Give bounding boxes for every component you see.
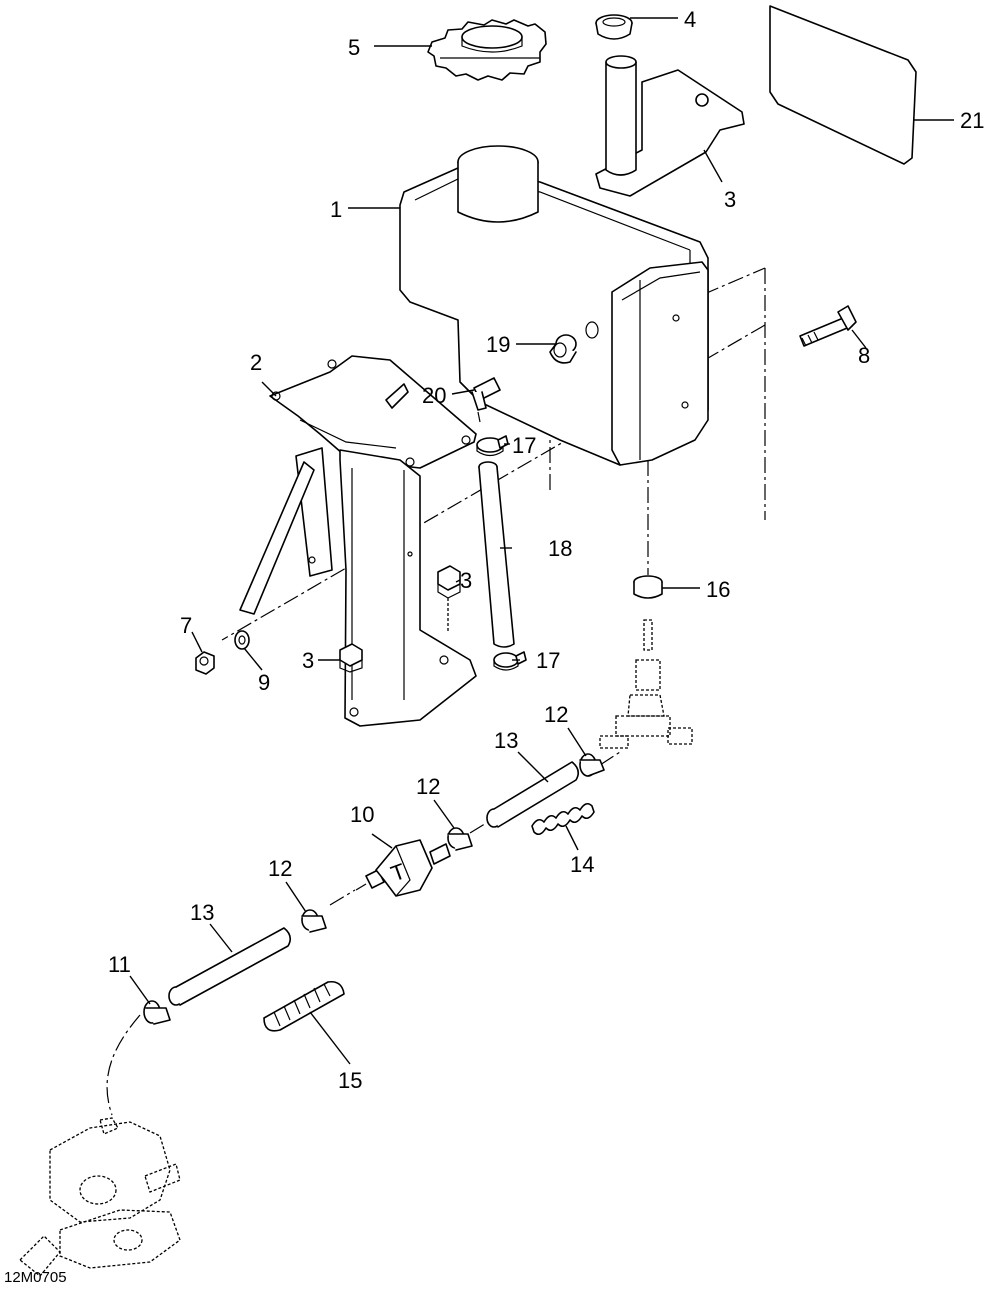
spring-small[interactable] — [531, 802, 595, 836]
callout-10: 10 — [350, 802, 374, 827]
callout-18: 18 — [548, 536, 572, 561]
tank-bracket[interactable] — [239, 355, 477, 727]
callout-21: 21 — [960, 108, 984, 133]
hose-clamp-12-middle[interactable] — [447, 827, 473, 851]
callout-19: 19 — [486, 332, 510, 357]
vent-hose[interactable] — [478, 461, 515, 648]
callout-13-upper: 13 — [494, 728, 518, 753]
callout-3-lower: 3 — [302, 648, 314, 673]
flange-nut-upper[interactable] — [437, 565, 461, 632]
callout-7: 7 — [180, 613, 192, 638]
carburetor-reference — [19, 1117, 181, 1277]
elbow-fitting[interactable] — [471, 377, 501, 423]
outlet-grommet[interactable] — [633, 575, 663, 599]
callout-12-right: 12 — [544, 702, 568, 727]
callout-12-left: 12 — [268, 856, 292, 881]
decal-label[interactable] — [769, 5, 917, 165]
hose-clamp-12-right[interactable] — [579, 753, 605, 777]
callout-17-upper: 17 — [512, 433, 536, 458]
callout-2: 2 — [250, 350, 262, 375]
hose-clamp-lower[interactable] — [493, 651, 527, 671]
fuel-hose-upper[interactable] — [486, 761, 580, 828]
callout-5: 4 — [684, 7, 696, 32]
mounting-bolt[interactable] — [799, 305, 857, 347]
callout-16: 16 — [706, 577, 730, 602]
callout-1: 1 — [330, 197, 342, 222]
plug-cap[interactable] — [595, 14, 633, 40]
leader-lines — [129, 17, 954, 1065]
hose-clamp-upper[interactable] — [476, 435, 509, 457]
spring-large[interactable] — [263, 980, 345, 1032]
callout-9: 9 — [258, 670, 270, 695]
callout-17-lower: 17 — [536, 648, 560, 673]
callout-4: 3 — [724, 187, 736, 212]
callout-3-upper: 3 — [460, 568, 472, 593]
callout-labels: 5 4 21 3 1 8 19 20 2 17 18 3 16 3 17 7 9… — [108, 7, 984, 1093]
fuel-hose-lower[interactable] — [168, 927, 292, 1006]
callout-15: 15 — [338, 1068, 362, 1093]
callout-20: 20 — [422, 383, 446, 408]
filler-neck-bracket[interactable] — [595, 55, 745, 197]
callout-13-lower: 13 — [190, 900, 214, 925]
hose-clamp-11[interactable] — [143, 1000, 171, 1025]
fuel-valve-reference — [599, 619, 693, 749]
callout-8: 8 — [858, 343, 870, 368]
callout-12-middle: 12 — [416, 774, 440, 799]
fuel-filter[interactable]: T — [355, 839, 451, 897]
callout-11: 11 — [108, 952, 131, 977]
flat-washer[interactable] — [234, 630, 250, 650]
filler-cap[interactable] — [427, 19, 547, 81]
hex-nut[interactable] — [195, 651, 215, 675]
callout-6: 5 — [348, 35, 360, 60]
hose-clamp-12-left[interactable] — [301, 909, 327, 933]
figure-id: 12M0705 — [4, 1269, 67, 1286]
callout-14: 14 — [570, 852, 594, 877]
